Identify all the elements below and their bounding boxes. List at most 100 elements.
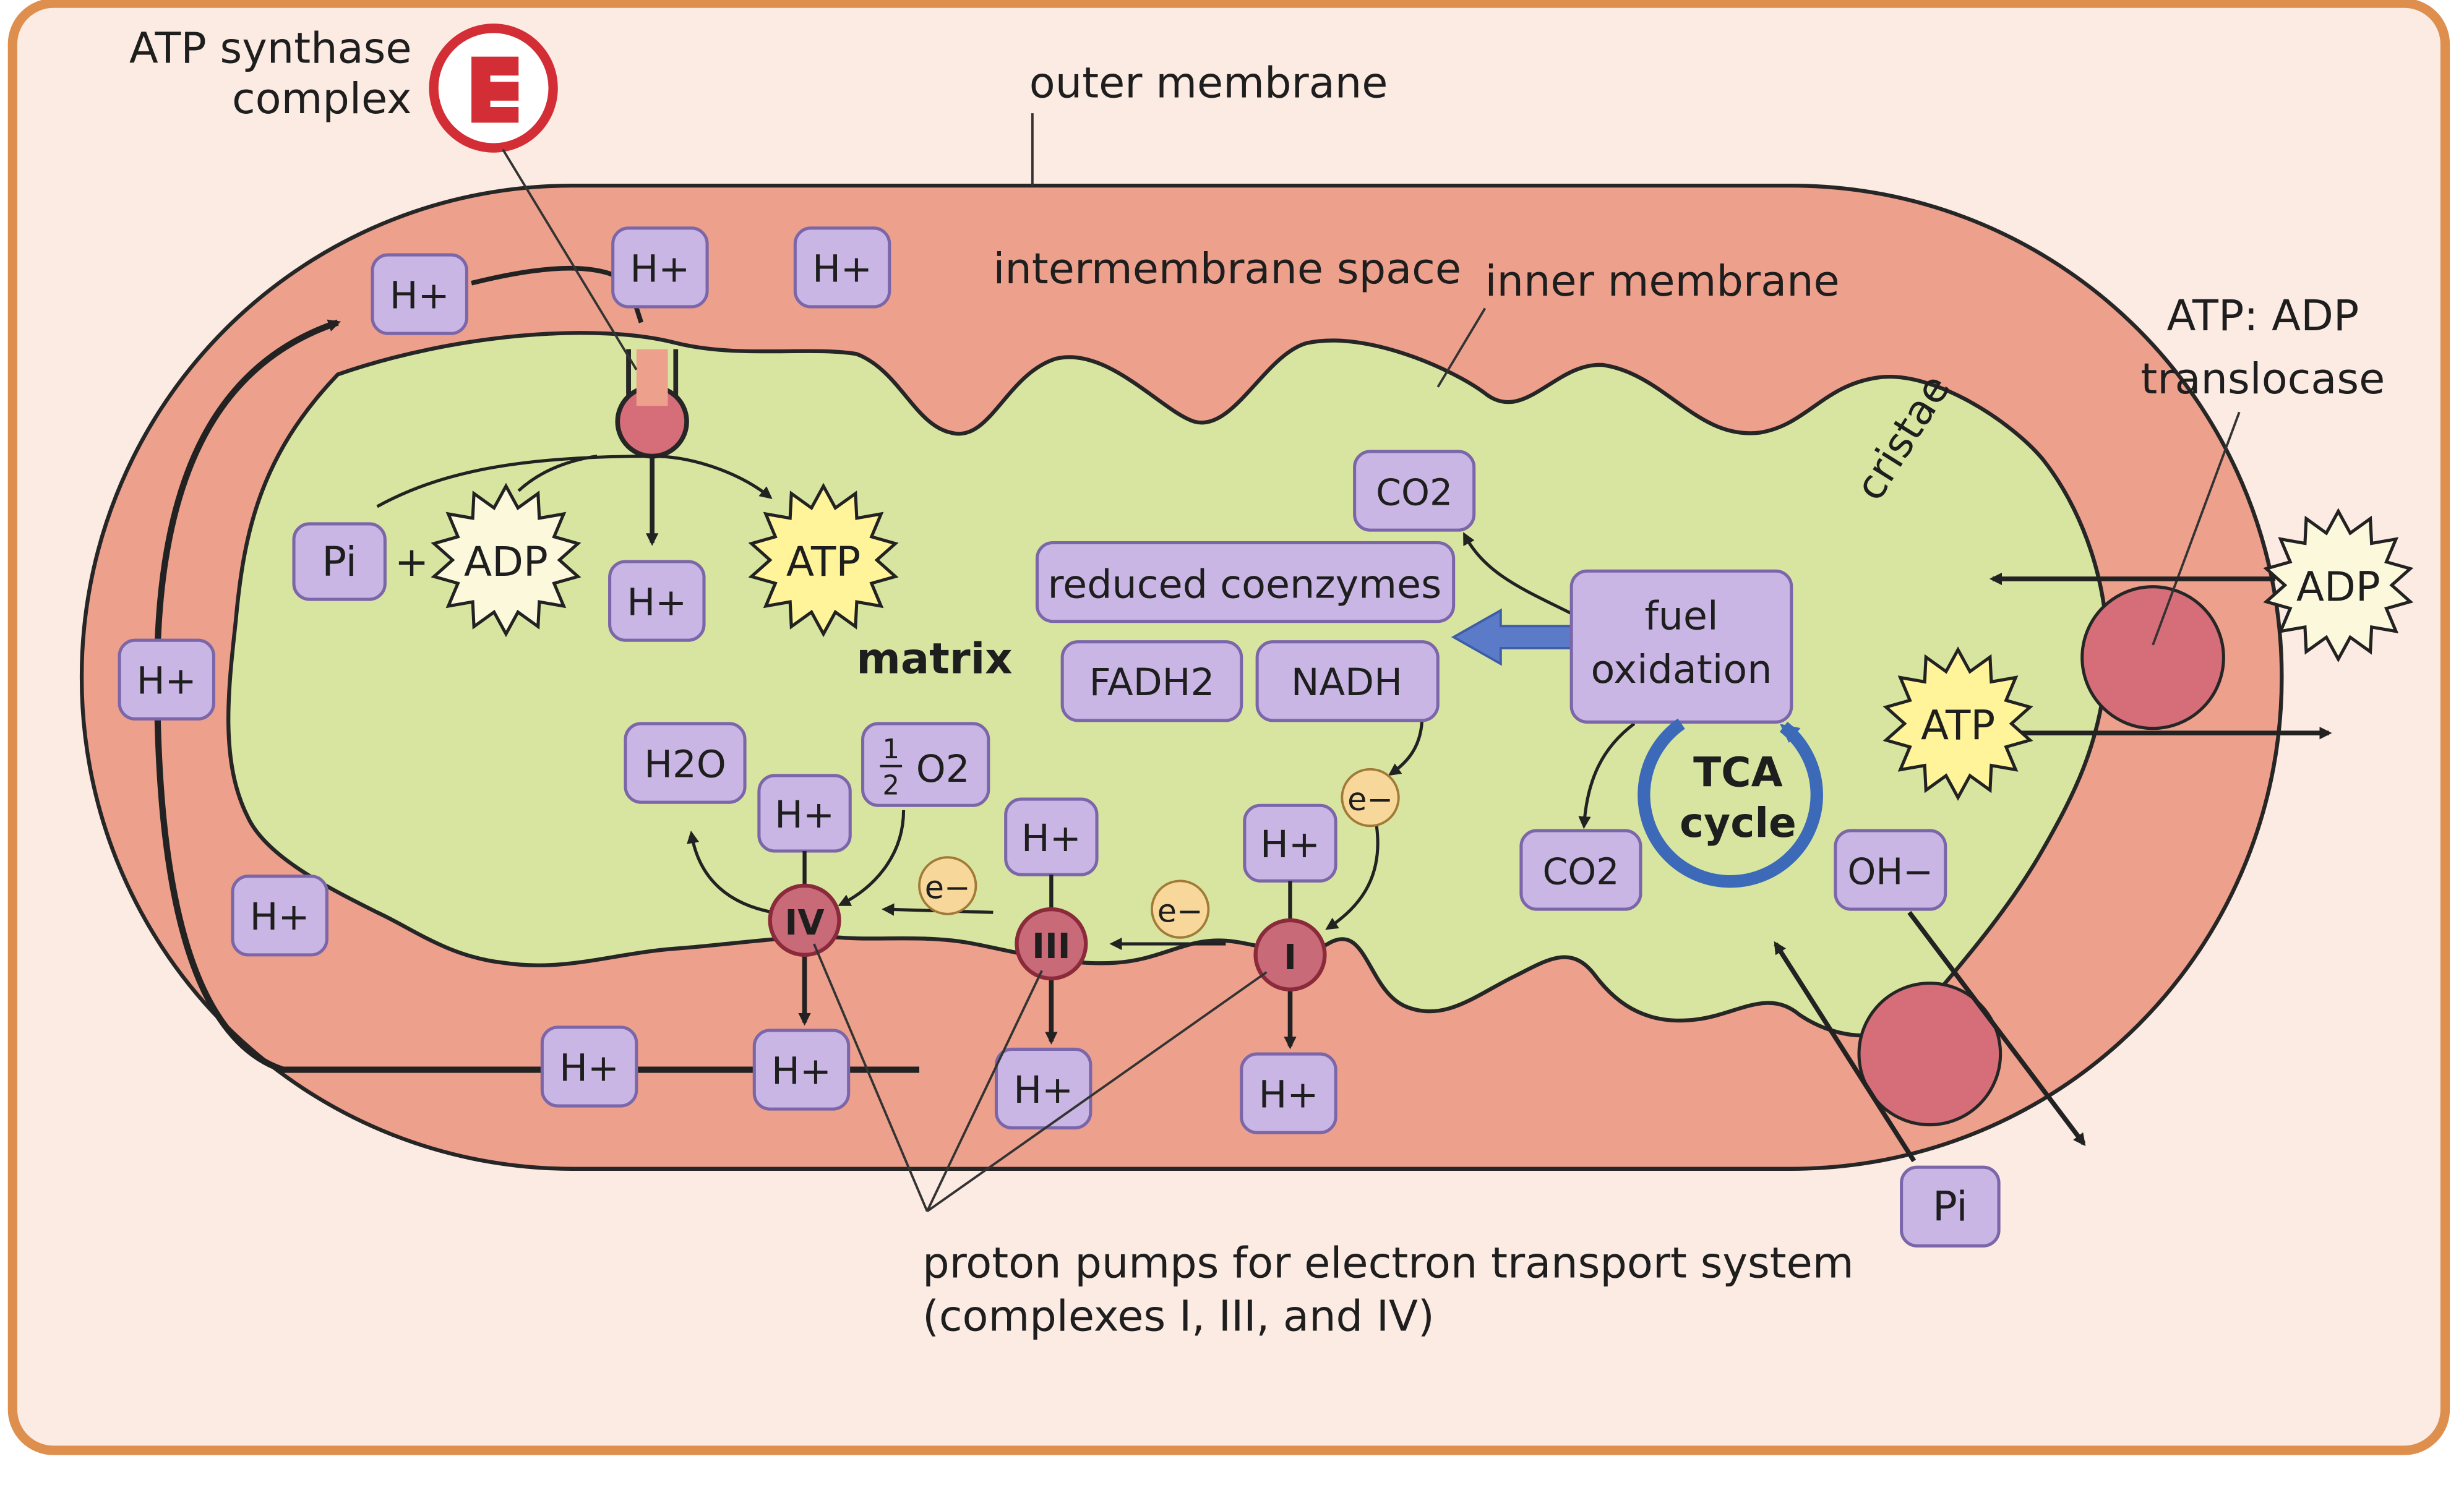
translocase-leader [2152,411,2241,646]
svg-text:e−: e− [1157,892,1203,929]
complex-iii: III [1015,907,1088,981]
proton-pumps-callout: proton pumps for electron transport syst… [813,943,1854,1342]
inner-membrane-label: inner membrane [1485,257,1839,306]
h-plus-ion: H+ [793,226,891,309]
matrix-pi-box [292,522,387,601]
svg-text:Pi: Pi [1933,1183,1968,1231]
atp-synthase-callout: ATP synthase complex [129,24,638,370]
h-plus-ion: H+ [118,638,216,721]
co2-box-bottom: CO2 [1519,829,1642,911]
svg-text:H+: H+ [137,659,197,703]
fuel-to-co2-bottom-arrow [1578,722,1636,829]
blue-arrow [1451,608,1573,666]
hydroxide-box: OH− [1834,829,1947,911]
h-plus-ion: H+ [1243,803,1337,883]
complex-iv: IV [768,883,841,957]
matrix-atp-burst: ATP [748,482,899,638]
atp-synthase-label-line1: ATP synthase [129,24,412,74]
svg-text:cycle: cycle [1680,799,1796,847]
h-plus-ion: H+ [994,1047,1092,1130]
svg-text:reduced coenzymes: reduced coenzymes [1047,561,1441,607]
inner-membrane-leader [1436,307,1487,388]
h-plus-ion: H+ [752,1029,851,1111]
atp-adp-translocase [2080,585,2225,730]
electron-2: e− [1151,879,1210,939]
svg-text:CO2: CO2 [1376,471,1453,513]
fuel-oxidation-box: fuel oxidation [1569,569,1793,724]
plus-sign: + [395,538,429,586]
h-plus-ion: H+ [1240,1052,1337,1134]
svg-text:oxidation: oxidation [1591,646,1772,692]
matrix-atp-text: ATP [786,538,861,586]
outer-membrane-label: outer membrane [1029,59,1388,108]
h-plus-ions: H+ H+ H+ H+ H+ H+ H+ H+ H+ H+ H+ H+ H+ [118,226,1337,1134]
svg-text:FADH2: FADH2 [1089,661,1215,704]
complex-iii-label: III [1032,927,1070,967]
outside-adp-burst: ADP [2263,508,2414,662]
tca-cycle: TCA cycle [1638,718,1823,888]
electron-3: e− [1341,768,1400,828]
pi-import-arrow [1774,941,1917,1163]
atp-synthase-icon [429,24,558,153]
svg-text:H+: H+ [1258,1073,1318,1117]
svg-text:H+: H+ [250,895,310,939]
svg-text:NADH: NADH [1291,661,1402,704]
matrix-adp-burst: ADP [431,482,582,638]
h-plus-ion: H+ [231,875,328,957]
electron-1: e− [918,856,977,915]
complex-i-label: I [1284,938,1297,978]
h-plus-ion: H+ [608,560,706,642]
svg-text:H+: H+ [771,1049,831,1093]
fuel-to-co2-arrow [1463,532,1573,615]
svg-text:H+: H+ [775,793,835,837]
nadh-box: NADH [1255,640,1440,722]
water-box: H2O [624,722,747,804]
svg-text:2: 2 [883,770,899,801]
svg-text:e−: e− [1347,781,1393,818]
proton-pumps-label-line2: (complexes I, III, and IV) [922,1292,1435,1342]
fadh2-box: FADH2 [1060,640,1243,722]
intermembrane-space-label: intermembrane space [993,244,1461,294]
matrix-pi-text: Pi [322,538,357,586]
matrix-adp-text: ADP [464,538,548,586]
translocase-label-line1: ATP: ADP [2166,291,2359,341]
h-plus-ion: H+ [611,226,709,309]
co2-box-top: CO2 [1353,450,1476,532]
svg-text:H+: H+ [1021,816,1081,860]
outside-adp-text: ADP [2296,563,2380,611]
phosphate-transporter [1857,982,2003,1127]
h-plus-ion: H+ [371,253,468,335]
svg-text:1: 1 [883,734,899,765]
svg-text:H+: H+ [1013,1068,1073,1112]
reduced-coenzymes-box: reduced coenzymes [1035,541,1456,623]
inside-atp-text: ATP [1921,701,1995,749]
oh-export-arrow [1907,910,2086,1147]
svg-text:H+: H+ [812,247,872,291]
h-plus-ion: H+ [1004,797,1099,876]
svg-text:e−: e− [925,869,971,905]
atp-synthesis-arrows [376,455,773,546]
inside-atp-burst: ATP [1882,646,2033,801]
svg-text:CO2: CO2 [1542,850,1619,892]
complex-i: I [1253,918,1327,991]
svg-text:H+: H+ [627,580,687,624]
svg-text:H+: H+ [390,273,450,317]
h-plus-ion: H+ [540,1025,638,1108]
h-plus-ion: H+ [757,774,852,853]
complex-iv-label: IV [785,903,825,943]
atp-synthase-label-line2: complex [232,74,412,124]
proton-pumps-label-line1: proton pumps for electron transport syst… [922,1238,1854,1288]
oxygen-box: 1 2 O2 [861,722,990,807]
svg-text:H+: H+ [1260,823,1320,867]
matrix-label: matrix [856,635,1012,684]
svg-text:H+: H+ [559,1046,619,1090]
translocase-label-line2: translocase [2140,354,2385,404]
atp-synthase [615,349,689,459]
svg-text:TCA: TCA [1693,749,1783,797]
outside-pi-box: Pi [1900,1165,2001,1247]
svg-text:H+: H+ [630,247,690,291]
svg-text:O2: O2 [916,747,970,791]
svg-text:H2O: H2O [644,742,726,786]
svg-text:OH−: OH− [1847,850,1933,892]
